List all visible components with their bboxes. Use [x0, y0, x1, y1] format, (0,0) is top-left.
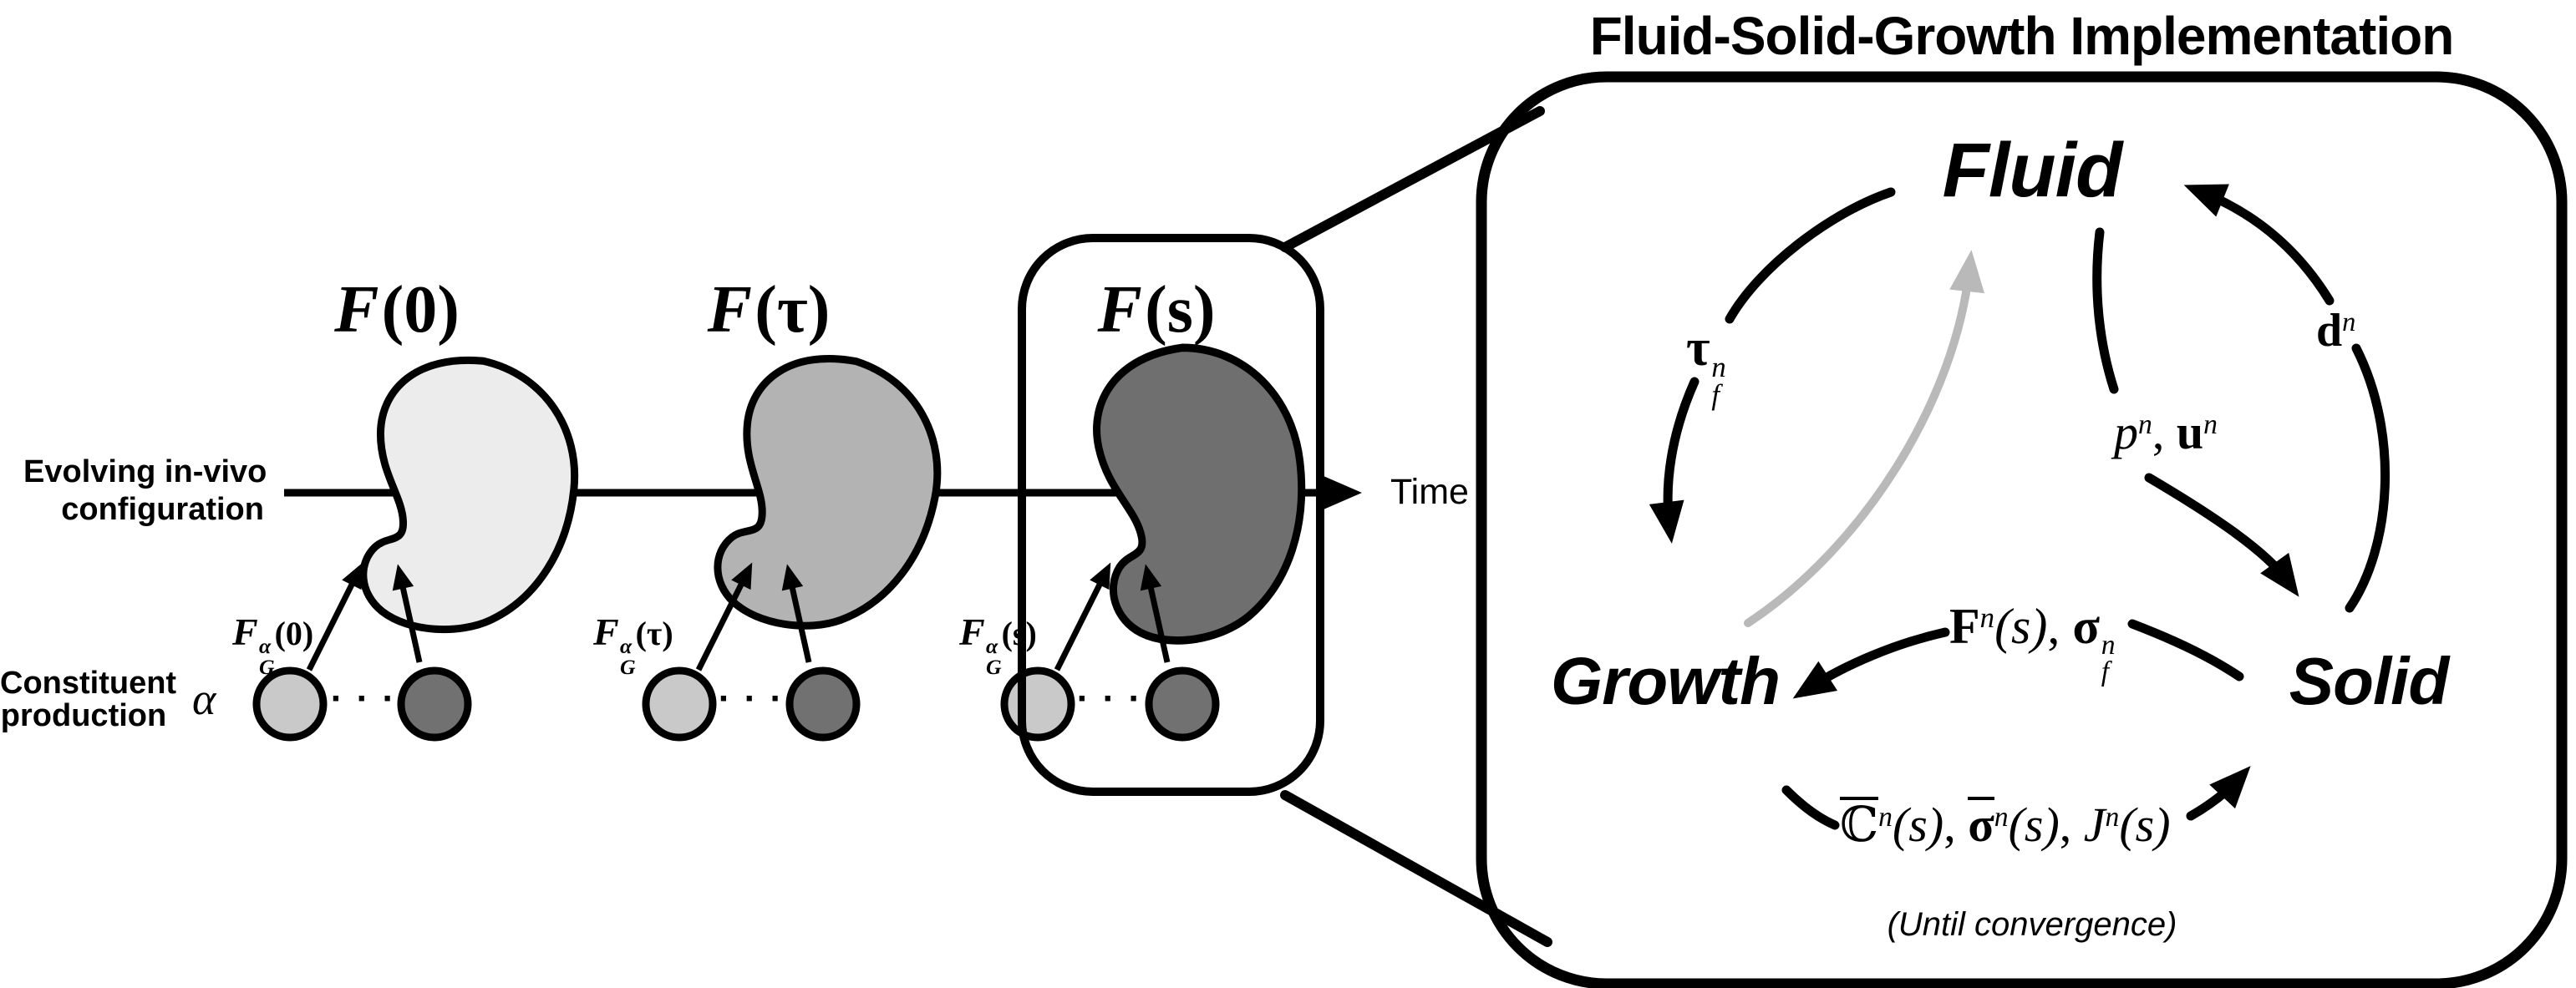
- sigmabar-sup: n: [1994, 801, 2009, 833]
- constituent-line1: Constituent: [0, 666, 177, 701]
- J-arg: (s): [2119, 798, 2171, 852]
- Cbar-base: ℂ: [1840, 797, 1879, 852]
- evolving-line1: Evolving in-vivo: [23, 454, 267, 489]
- tau-sup: n: [1711, 350, 1726, 383]
- pu-sep: ,: [2152, 405, 2177, 459]
- g1-sup: α: [619, 634, 633, 659]
- J-sup: n: [2105, 801, 2120, 833]
- Fs-base: F: [1097, 273, 1142, 347]
- sigma-base: σ: [2072, 599, 2101, 654]
- time-axis-label: Time: [1390, 472, 1469, 512]
- g2-arg: (s): [1001, 615, 1037, 652]
- Ftau-arg: (τ): [755, 273, 831, 347]
- fsig-sep: ,: [2047, 599, 2073, 654]
- sigma-sub: f: [2101, 656, 2110, 688]
- figure-title: Fluid-Solid-Growth Implementation: [1589, 6, 2455, 66]
- csj-sep2: ,: [2059, 798, 2084, 852]
- g2-sub: G: [985, 654, 1002, 679]
- g1-arg: (τ): [635, 615, 673, 652]
- sigmabar-arg: (s): [2008, 798, 2060, 852]
- label-p-u: pn, un: [2114, 404, 2218, 460]
- g1-sub: G: [619, 654, 636, 679]
- g2-base: F: [959, 611, 985, 653]
- g0-base: F: [232, 611, 258, 653]
- g1-base: F: [593, 611, 619, 653]
- alpha-index-label: α: [192, 674, 216, 724]
- g0-sub: G: [258, 654, 275, 679]
- evolving-configuration-label: Evolving in-vivo configuration: [23, 453, 267, 529]
- config-label-Fs: F(s): [1098, 272, 1216, 348]
- constituent-dots-1: · · ·: [330, 678, 397, 719]
- tau-sub: f: [1711, 377, 1720, 411]
- u-base: u: [2176, 405, 2204, 459]
- p-sup: n: [2138, 408, 2152, 440]
- csj-sep1: ,: [1943, 798, 1969, 852]
- config-label-F0: F(0): [334, 272, 460, 348]
- d-base: d: [2316, 305, 2343, 357]
- g2-sup: α: [985, 634, 998, 659]
- d-sup: n: [2342, 307, 2356, 338]
- u-sup: n: [2203, 408, 2218, 440]
- sigma-sup: n: [2101, 630, 2116, 661]
- tau-base: τ: [1686, 320, 1710, 377]
- evolving-line2: configuration: [61, 491, 264, 527]
- Fn-arg: (s): [1994, 599, 2048, 654]
- Fn-base: F: [1949, 599, 1980, 654]
- node-fluid: Fluid: [1942, 128, 2123, 213]
- label-d-n: dn: [2316, 304, 2355, 357]
- node-solid: Solid: [2289, 644, 2450, 718]
- constituent-dots-2: · · ·: [718, 678, 785, 719]
- constituent-line2: production: [0, 697, 167, 733]
- F0-arg: (0): [381, 273, 460, 347]
- p-base: p: [2114, 405, 2138, 459]
- constituent-production-label: Constituent production: [0, 667, 176, 733]
- F0-base: F: [334, 273, 379, 347]
- sigmabar-base: σ: [1968, 797, 1994, 852]
- config-label-Ftau: F(τ): [708, 272, 831, 348]
- Fs-arg: (s): [1145, 273, 1216, 347]
- Fn-sup: n: [1979, 600, 1995, 634]
- Cbar-arg: (s): [1892, 798, 1944, 852]
- node-growth: Growth: [1551, 644, 1781, 718]
- g0-sup: α: [258, 634, 272, 659]
- Cbar-sup: n: [1878, 801, 1893, 833]
- until-convergence-note: (Until convergence): [1887, 906, 2177, 943]
- Ftau-base: F: [707, 273, 753, 347]
- label-C-sigma-J: ℂn(s), σn(s), Jn(s): [1840, 797, 2171, 853]
- J-base: J: [2083, 798, 2106, 852]
- constituent-dots-3: · · ·: [1076, 678, 1143, 719]
- g0-arg: (0): [274, 615, 314, 652]
